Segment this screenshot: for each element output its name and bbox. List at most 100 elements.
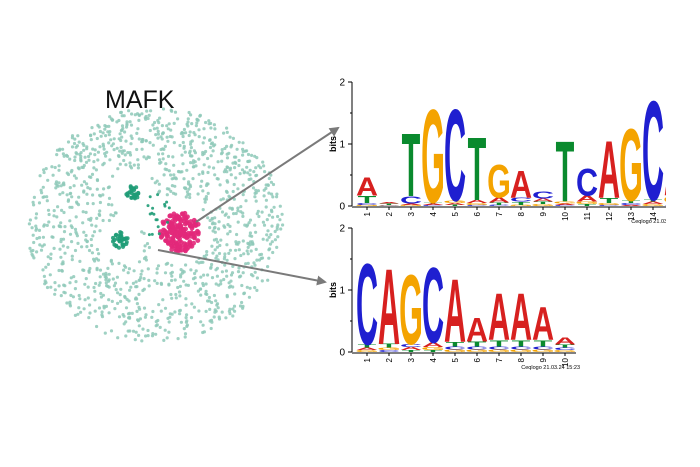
network-node xyxy=(216,306,220,310)
network-node xyxy=(110,299,114,303)
network-node xyxy=(70,258,74,262)
network-node xyxy=(227,285,231,289)
logo-letter-G: G xyxy=(421,81,445,226)
network-node xyxy=(70,136,74,140)
network-node xyxy=(104,304,108,308)
network-node xyxy=(186,124,190,128)
network-node xyxy=(227,215,231,219)
network-node xyxy=(189,316,194,320)
network-node xyxy=(84,238,88,242)
network-node xyxy=(44,265,48,269)
network-node xyxy=(98,268,103,272)
cluster-node xyxy=(178,223,184,229)
cluster-lower xyxy=(111,230,130,250)
network-node xyxy=(121,149,125,153)
network-node xyxy=(195,121,199,125)
network-node xyxy=(248,159,252,163)
network-node xyxy=(156,136,160,140)
network-node xyxy=(211,149,215,153)
network-node xyxy=(161,131,165,135)
network-node xyxy=(255,212,259,216)
network-node xyxy=(156,264,161,268)
network-node xyxy=(42,195,46,199)
x-tick-label: 8 xyxy=(517,211,526,216)
network-node xyxy=(255,288,259,292)
network-node xyxy=(168,134,172,139)
network-node xyxy=(251,186,256,190)
logo-letter-A: A xyxy=(532,299,554,351)
network-node xyxy=(144,139,148,143)
network-node xyxy=(172,176,176,180)
logo-letter-T: T xyxy=(424,350,443,353)
network-node xyxy=(57,168,61,172)
network-node xyxy=(70,195,74,199)
network-node xyxy=(242,252,246,256)
cluster-node xyxy=(179,247,185,253)
network-node xyxy=(220,210,225,214)
network-node xyxy=(154,320,158,324)
network-node xyxy=(181,131,185,135)
cluster-node xyxy=(163,204,167,208)
network-node xyxy=(153,120,157,125)
network-node xyxy=(192,149,196,153)
network-node xyxy=(199,260,203,264)
network-node xyxy=(178,312,182,316)
network-node xyxy=(42,170,46,175)
logo-letter-T: T xyxy=(446,341,465,348)
network-node xyxy=(180,170,184,174)
network-node xyxy=(227,309,231,313)
network-node xyxy=(170,312,174,316)
network-node xyxy=(237,240,241,244)
network-node xyxy=(90,251,94,255)
logo-letter-T: T xyxy=(468,119,487,219)
network-node xyxy=(208,218,212,223)
network-node xyxy=(212,123,216,127)
logo-letter-A: A xyxy=(356,347,378,351)
network-node xyxy=(266,278,270,282)
x-tick-label: 4 xyxy=(429,211,438,216)
network-node xyxy=(76,241,80,245)
network-node xyxy=(199,293,203,297)
network-node xyxy=(91,202,95,206)
cluster-node xyxy=(176,215,181,221)
network-node xyxy=(74,230,78,234)
network-node xyxy=(72,184,76,188)
network-node xyxy=(184,297,188,301)
network-node xyxy=(103,331,107,335)
network-node xyxy=(68,186,72,190)
network-node xyxy=(246,171,250,175)
network-node xyxy=(112,148,116,152)
network-node xyxy=(254,188,258,192)
network-node xyxy=(262,223,267,227)
network-node xyxy=(126,151,130,155)
network-node xyxy=(136,127,140,131)
network-node xyxy=(137,333,141,337)
network-node xyxy=(188,195,192,200)
network-node xyxy=(182,186,187,190)
network-node xyxy=(61,182,65,186)
network-node xyxy=(219,198,223,202)
network-node xyxy=(97,306,102,310)
network-node xyxy=(37,201,42,205)
network-node xyxy=(47,220,51,224)
network-node xyxy=(202,273,206,277)
logo-letter-C: C xyxy=(378,205,401,206)
network-node xyxy=(182,327,186,331)
network-node xyxy=(246,261,250,265)
network-node xyxy=(113,211,117,215)
network-node xyxy=(62,154,66,158)
network-node xyxy=(76,312,80,316)
network-node xyxy=(201,208,205,212)
network-node xyxy=(95,216,99,220)
network-node xyxy=(83,298,87,302)
network-node xyxy=(226,223,230,227)
logo-letter-G: G xyxy=(399,204,423,206)
network-node xyxy=(173,278,177,282)
cluster-node xyxy=(148,195,152,199)
cluster-node xyxy=(117,233,122,238)
network-node xyxy=(123,295,127,300)
network-node xyxy=(43,279,47,283)
network-node xyxy=(124,334,128,338)
network-node xyxy=(260,256,265,260)
network-node xyxy=(101,144,106,148)
